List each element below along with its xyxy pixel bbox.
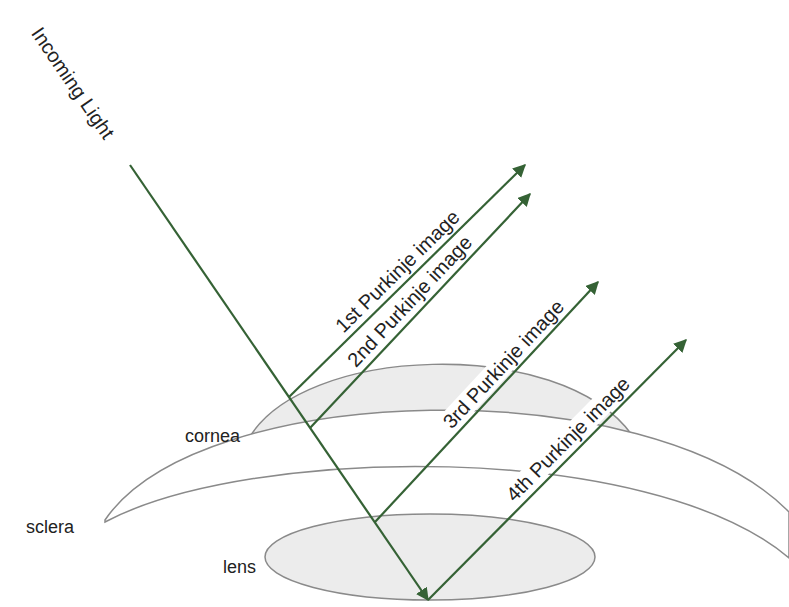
part-label: cornea: [185, 427, 240, 447]
purkinje-ray: [428, 340, 686, 600]
incoming-light-ray: [130, 165, 428, 600]
purkinje-ray: [310, 194, 530, 428]
part-label: sclera: [26, 518, 74, 538]
ray-label: Incoming Light: [28, 23, 120, 143]
lens-shape: [265, 514, 595, 600]
part-label: lens: [223, 558, 256, 578]
